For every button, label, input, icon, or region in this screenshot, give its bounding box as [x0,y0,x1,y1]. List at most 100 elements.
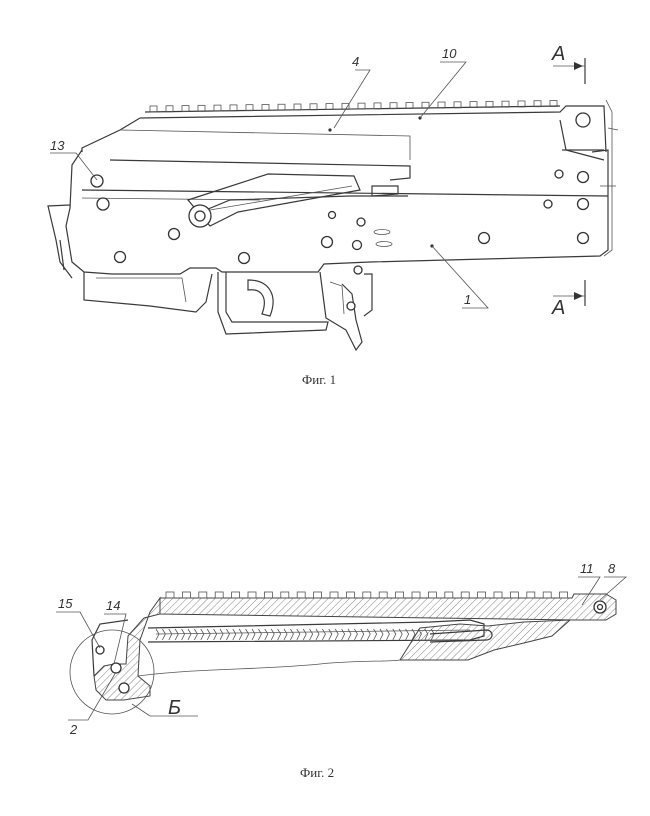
rail-slot [453,101,462,109]
rail-slot [165,591,175,599]
fig2-front-block [93,596,161,701]
section-mark-bottom: A [551,297,565,319]
detail-mark: Б [168,697,181,719]
callout-15: 15 [58,596,73,611]
spring-coil [168,628,173,641]
fig1-pins [90,112,591,275]
rail-slot [559,591,568,599]
spring-coil [398,628,403,641]
rail-slot [261,104,270,111]
rail-slot [329,591,339,599]
rail-slot [437,101,446,109]
rail-slot [263,591,273,599]
rail-slot [485,100,494,108]
spring-coil [206,628,211,641]
fig2-rail-body [159,593,617,621]
fig2-rail-slots [165,591,568,599]
fig1-section-line [553,58,586,306]
callout-2: 2 [69,722,78,737]
rail-slot [477,591,487,599]
rail-slot [501,100,510,108]
spring-coil [181,628,186,641]
rail-slot [362,591,372,599]
spring-coil [238,628,243,641]
callout-13: 13 [50,138,65,153]
fig1-leaders [50,61,489,309]
fig1-rail-slots [149,100,558,113]
figure-2-drawing [56,576,628,721]
spring-coil [360,628,365,641]
rail-slot [357,102,366,110]
rail-slot [149,105,158,113]
rail-slot [526,591,536,599]
spring-coil [245,628,250,641]
rail-slot [213,104,222,112]
spring-coil [251,628,256,641]
rail-slot [493,591,503,599]
spring-coil [309,628,314,641]
fig1-trigger-group [83,271,373,352]
spring-coil [155,628,160,641]
rail-slot [181,591,191,599]
fig2-spring-coils [155,628,435,641]
spring-coil [322,628,326,641]
figure-1-caption: Фиг. 1 [302,372,337,387]
rail-slot [214,591,224,599]
rail-slot [373,102,382,110]
rail-slot [411,591,421,599]
rail-slot [509,591,519,599]
rail-slot [309,103,318,111]
spring-coil [296,628,301,641]
fig2-detail-circle [69,629,155,715]
spring-coil [194,628,198,641]
spring-coil [162,628,166,641]
rail-slot [181,105,190,112]
spring-coil [366,628,371,641]
spring-coil [174,628,179,641]
fig1-rail [81,100,607,153]
rail-slot [293,103,302,111]
callout-1: 1 [464,292,471,307]
rail-slot [165,105,174,113]
rail-slot [421,101,430,109]
rail-slot [395,591,405,599]
spring-coil [341,628,346,641]
rail-slot [245,104,254,112]
spring-coil [187,628,192,641]
rail-slot [542,591,552,599]
rail-slot [517,100,526,108]
spring-coil [315,628,320,641]
rail-slot [229,104,238,112]
rail-slot [549,100,558,107]
rail-slot [280,591,290,599]
rail-slot [296,591,306,599]
spring-coil [347,628,352,641]
figure-1-drawing [47,58,619,352]
rail-slot [231,591,241,599]
spring-coil [405,628,410,641]
spring-coil [226,628,230,641]
callout-11: 11 [580,561,594,576]
fig2-leaders [56,576,628,721]
rail-slot [345,591,355,599]
spring-coil [392,628,397,641]
callout-14: 14 [106,598,120,613]
callout-4: 4 [352,54,359,69]
spring-coil [270,628,275,641]
callout-10: 10 [442,46,457,61]
spring-coil [290,628,294,641]
figure-2-caption: Фиг. 2 [300,765,335,780]
spring-coil [258,628,262,641]
spring-coil [213,628,218,641]
spring-coil [334,628,339,641]
rail-slot [277,103,286,111]
rail-slot [247,591,257,599]
rail-slot [197,104,206,112]
spring-coil [354,628,358,641]
fig1-lever [186,173,408,227]
rail-slot [444,591,454,599]
rail-slot [325,103,334,110]
rail-slot [533,100,542,108]
spring-coil [302,628,307,641]
